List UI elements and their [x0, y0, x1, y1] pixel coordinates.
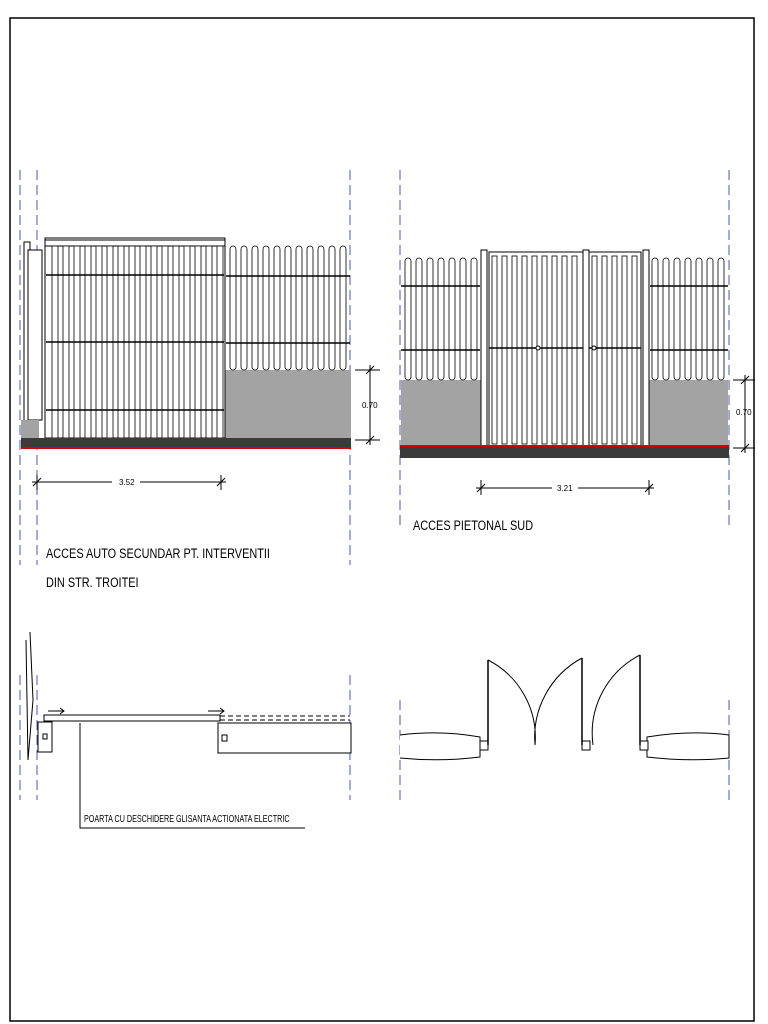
- fence-picket: [651, 257, 659, 381]
- width-dimension-label: 3.52: [119, 478, 135, 487]
- width-dimension: 3.52: [32, 475, 226, 490]
- gate-post-plan: [479, 740, 489, 751]
- gate-post-plan: [639, 740, 649, 751]
- leader-line: [79, 723, 305, 829]
- gate-picket: [521, 255, 528, 445]
- fence-picket: [673, 257, 681, 381]
- fence-wall-plan: [217, 722, 352, 754]
- gate-picket: [531, 255, 538, 445]
- width-dimension-label: 3.21: [557, 484, 573, 493]
- plan-left: POARTA CU DESCHIDERE GLISANTA ACTIONATA …: [19, 631, 352, 829]
- caption-line-1: ACCES AUTO SECUNDAR PT. INTERVENTII: [46, 546, 270, 562]
- fence-picket: [706, 257, 714, 381]
- fence-base-wall: [648, 380, 728, 446]
- gate-lock-icon: [535, 345, 541, 351]
- fence-picket: [262, 245, 270, 371]
- height-dimension-label: 0.70: [362, 401, 378, 410]
- gate-picket: [511, 255, 518, 445]
- ground-slab: [21, 438, 351, 448]
- fence-picket: [284, 245, 292, 371]
- fence-picket: [448, 257, 456, 381]
- gate-post: [480, 249, 488, 447]
- adjacent-wall: [25, 631, 34, 761]
- gate-picket: [561, 255, 568, 445]
- fence-picket: [404, 257, 412, 381]
- fence-picket: [470, 257, 478, 381]
- fence-picket: [273, 245, 281, 371]
- caption-line-2: DIN STR. TROITEI: [46, 575, 139, 591]
- elevation-left: 0.70 3.52 ACCES AUTO SECUNDAR PT. INTERV…: [19, 170, 380, 591]
- height-dimension: 0.70: [733, 375, 755, 453]
- sliding-gate-rail: [44, 239, 226, 247]
- ground-slab: [400, 446, 729, 458]
- gate-picket: [621, 255, 628, 445]
- gate-center-post: [582, 249, 590, 447]
- door-swing-arc: [487, 659, 536, 746]
- fence-picket: [662, 257, 670, 381]
- fence-picket: [306, 245, 314, 371]
- gate-picket: [631, 255, 638, 445]
- height-dimension: 0.70: [355, 365, 380, 445]
- fence-picket: [240, 245, 248, 371]
- fence-picket: [717, 257, 725, 381]
- gate-picket: [491, 255, 498, 445]
- arrow-icon: [208, 707, 225, 715]
- arrow-icon: [48, 707, 65, 715]
- fence-wall-plan: [399, 732, 481, 761]
- fence-base-wall: [221, 370, 351, 438]
- caption: ACCES PIETONAL SUD: [413, 518, 533, 534]
- door-swing-arc: [534, 657, 583, 746]
- fence-picket: [229, 245, 237, 371]
- sheet-border: [9, 17, 755, 1022]
- fence-wall-plan: [646, 732, 730, 761]
- fence-base-wall: [401, 380, 483, 446]
- height-dimension-label: 0.70: [736, 408, 752, 417]
- gate-picket: [551, 255, 558, 445]
- fence-picket: [415, 257, 423, 381]
- fence-picket: [317, 245, 325, 371]
- fence-picket: [426, 257, 434, 381]
- gate-lock-icon: [591, 345, 597, 351]
- fence-picket: [328, 245, 336, 371]
- plan-label: POARTA CU DESCHIDERE GLISANTA ACTIONATA …: [84, 813, 290, 824]
- fence-picket: [339, 245, 347, 371]
- gate-picket: [571, 255, 578, 445]
- sliding-gate-plan: [43, 714, 221, 722]
- elevation-right: 0.70 3.21 ACCES PIETONAL SUD: [399, 170, 755, 534]
- fence-base-wall: [21, 420, 39, 438]
- gate-picket: [501, 255, 508, 445]
- fence-picket: [459, 257, 467, 381]
- motor-housing: [27, 249, 43, 421]
- fence-picket: [295, 245, 303, 371]
- gate-post: [642, 249, 650, 447]
- fence-picket: [695, 257, 703, 381]
- width-dimension: 3.21: [476, 480, 654, 495]
- fence-picket: [251, 245, 259, 371]
- door-swing-arc: [591, 654, 641, 746]
- gate-picket: [541, 255, 548, 445]
- gate-picket: [601, 255, 608, 445]
- gate-post-plan: [581, 740, 591, 751]
- fence-picket: [437, 257, 445, 381]
- gate-picket: [611, 255, 618, 445]
- fence-picket: [684, 257, 692, 381]
- plan-right: [399, 654, 730, 805]
